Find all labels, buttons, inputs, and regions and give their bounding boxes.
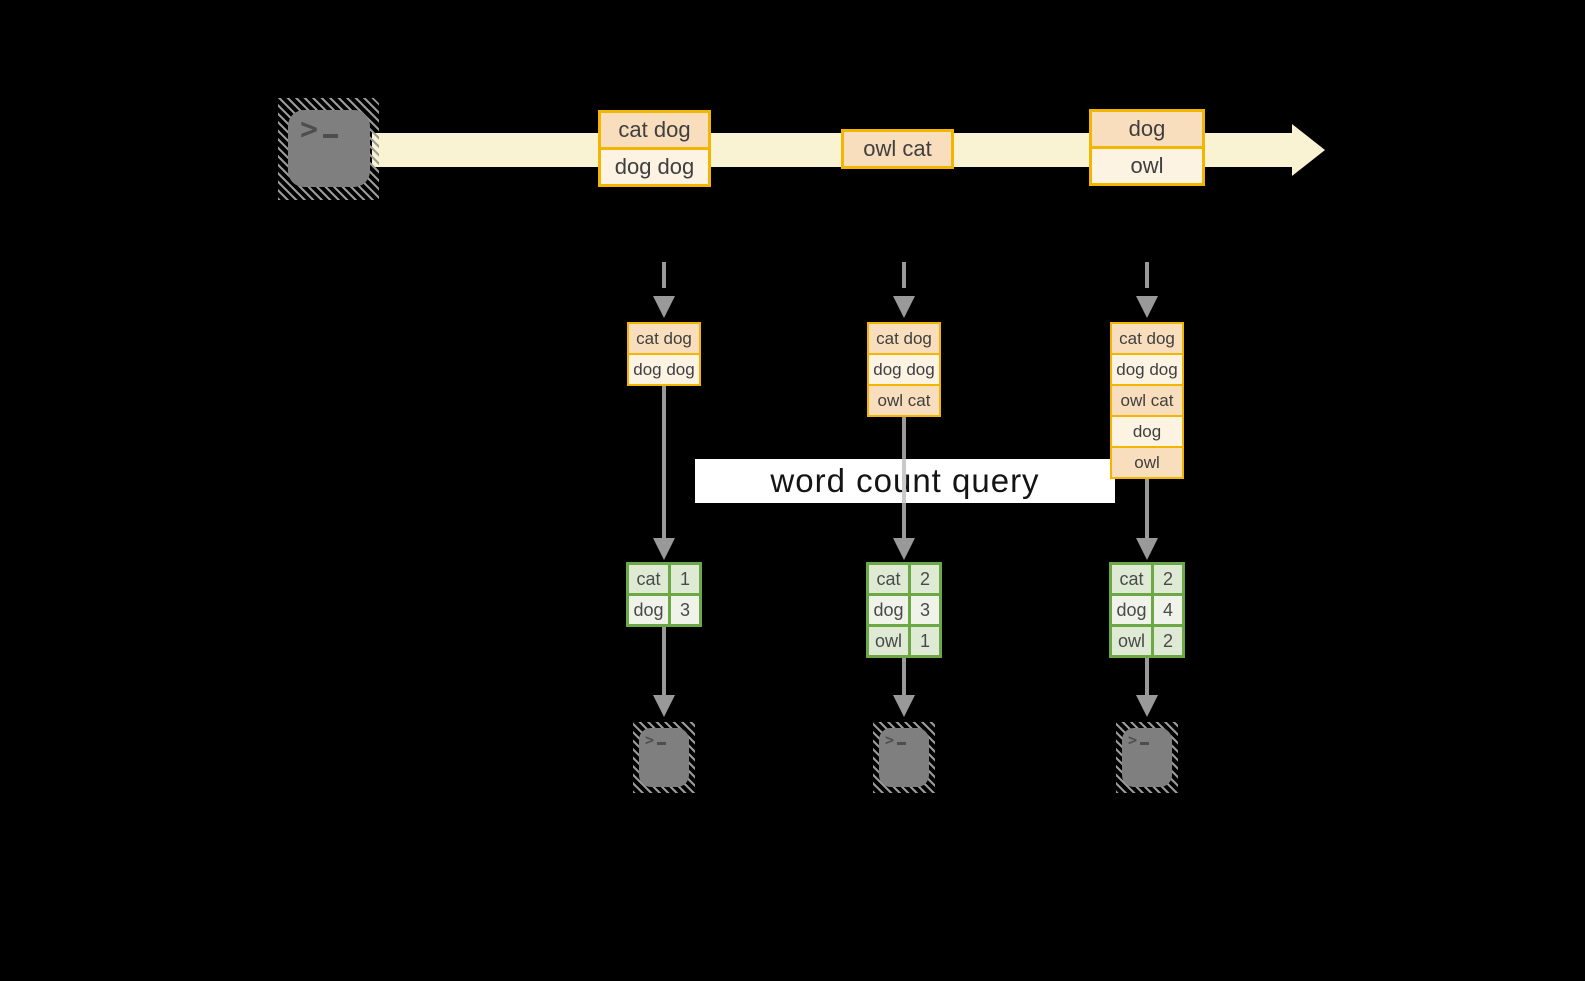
- output-terminal-icon-3: >: [1116, 722, 1178, 793]
- terminal-prompt-icon: >: [300, 112, 339, 147]
- stream-record: owl cat: [844, 132, 951, 166]
- count-value-cell: 2: [911, 565, 939, 593]
- dashed-arrow-line-2: [902, 262, 906, 288]
- prompt-chevron: >: [885, 731, 895, 749]
- stream-record: dog dog: [601, 150, 708, 184]
- count-word-cell: cat: [869, 565, 908, 593]
- source-terminal-icon: >: [278, 98, 379, 200]
- buffer-record: dog dog: [629, 355, 699, 384]
- arrow-through-bar-segment: [902, 459, 906, 503]
- stream-record: owl: [1092, 149, 1202, 183]
- arrow-counts-to-output-line-2: [902, 658, 906, 695]
- count-value-cell: 3: [671, 596, 699, 624]
- buffer-record: dog dog: [869, 355, 939, 384]
- arrow-counts-to-output-head-3: [1136, 695, 1158, 717]
- buffer-record: owl cat: [869, 386, 939, 415]
- buffer-record: owl: [1112, 448, 1182, 477]
- count-value-cell: 1: [911, 627, 939, 655]
- arrow-counts-to-output-head-1: [653, 695, 675, 717]
- stream-batch-3: dog owl: [1089, 109, 1205, 186]
- count-word-cell: dog: [629, 596, 668, 624]
- prompt-underscore: [897, 742, 907, 745]
- input-buffer-3: cat dog dog dog owl cat dog owl: [1110, 322, 1184, 479]
- count-table-3: cat 2 dog 4 owl 2: [1109, 562, 1185, 658]
- buffer-record: dog dog: [1112, 355, 1182, 384]
- prompt-underscore: [1140, 742, 1150, 745]
- buffer-record: cat dog: [869, 324, 939, 353]
- stream-record: cat dog: [601, 113, 708, 147]
- stream-batch-1: cat dog dog dog: [598, 110, 711, 187]
- count-table-2: cat 2 dog 3 owl 1: [866, 562, 942, 658]
- buffer-record: cat dog: [1112, 324, 1182, 353]
- terminal-icon-body: [879, 728, 929, 787]
- stream-record: dog: [1092, 112, 1202, 146]
- buffer-record: owl cat: [1112, 386, 1182, 415]
- terminal-icon-body: [1122, 728, 1172, 787]
- input-buffer-2: cat dog dog dog owl cat: [867, 322, 941, 417]
- dashed-arrow-line-3: [1145, 262, 1149, 288]
- count-word-cell: cat: [629, 565, 668, 593]
- dashed-arrow-head-2: [893, 296, 915, 318]
- dashed-arrow-head-3: [1136, 296, 1158, 318]
- stream-batch-2: owl cat: [841, 129, 954, 169]
- prompt-underscore: [323, 134, 339, 138]
- count-value-cell: 4: [1154, 596, 1182, 624]
- buffer-record: cat dog: [629, 324, 699, 353]
- prompt-chevron: >: [300, 112, 319, 147]
- arrow-counts-to-output-line-1: [662, 627, 666, 695]
- prompt-underscore: [657, 742, 667, 745]
- terminal-icon-body: [639, 728, 689, 787]
- arrow-buffer-to-counts-line-1: [662, 386, 666, 538]
- count-word-cell: dog: [1112, 596, 1151, 624]
- stream-arrowhead: [1292, 124, 1325, 176]
- terminal-prompt-icon: >: [1128, 731, 1150, 749]
- dashed-arrow-line-1: [662, 262, 666, 288]
- terminal-prompt-icon: >: [645, 731, 667, 749]
- arrow-buffer-to-counts-head-2: [893, 538, 915, 560]
- count-value-cell: 2: [1154, 565, 1182, 593]
- arrow-buffer-to-counts-head-3: [1136, 538, 1158, 560]
- count-table-1: cat 1 dog 3: [626, 562, 702, 627]
- count-word-cell: dog: [869, 596, 908, 624]
- count-value-cell: 1: [671, 565, 699, 593]
- count-word-cell: cat: [1112, 565, 1151, 593]
- output-terminal-icon-2: >: [873, 722, 935, 793]
- arrow-buffer-to-counts-head-1: [653, 538, 675, 560]
- arrow-counts-to-output-head-2: [893, 695, 915, 717]
- input-buffer-1: cat dog dog dog: [627, 322, 701, 386]
- output-terminal-icon-1: >: [633, 722, 695, 793]
- dashed-arrow-head-1: [653, 296, 675, 318]
- arrow-counts-to-output-line-3: [1145, 658, 1149, 695]
- prompt-chevron: >: [645, 731, 655, 749]
- count-word-cell: owl: [1112, 627, 1151, 655]
- buffer-record: dog: [1112, 417, 1182, 446]
- prompt-chevron: >: [1128, 731, 1138, 749]
- count-word-cell: owl: [869, 627, 908, 655]
- arrow-buffer-to-counts-line-3: [1145, 479, 1149, 538]
- count-value-cell: 3: [911, 596, 939, 624]
- terminal-icon-body: [288, 110, 370, 187]
- count-value-cell: 2: [1154, 627, 1182, 655]
- terminal-prompt-icon: >: [885, 731, 907, 749]
